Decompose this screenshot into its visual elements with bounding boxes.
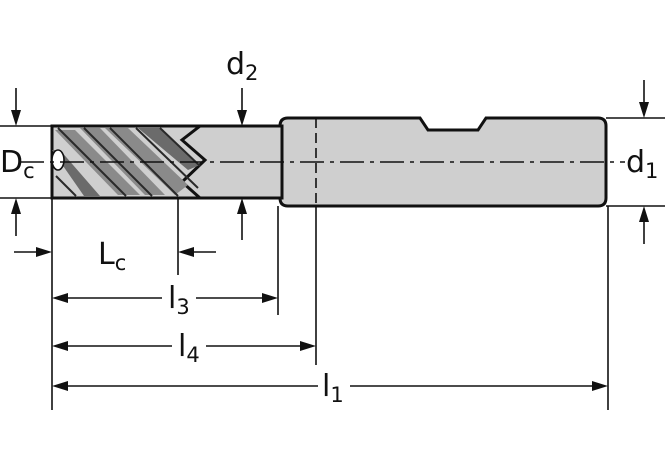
- extension-lines: [0, 117, 665, 410]
- label-d1: d1: [626, 145, 658, 183]
- label-l4: l4: [178, 329, 200, 367]
- l3-dimension: [52, 293, 278, 303]
- label-l3: l3: [168, 281, 190, 319]
- label-dc: Dc: [0, 145, 35, 183]
- d2-dimension: [237, 88, 247, 240]
- l4-dimension: [52, 341, 316, 351]
- cutting-flutes: [50, 124, 208, 200]
- dc-dimension: [11, 88, 21, 236]
- label-l1: l1: [322, 369, 344, 407]
- lc-dimension: [14, 247, 216, 257]
- label-d2: d2: [226, 47, 258, 85]
- d1-dimension: [639, 80, 649, 244]
- l1-dimension: [52, 381, 608, 391]
- label-lc: Lc: [98, 237, 126, 275]
